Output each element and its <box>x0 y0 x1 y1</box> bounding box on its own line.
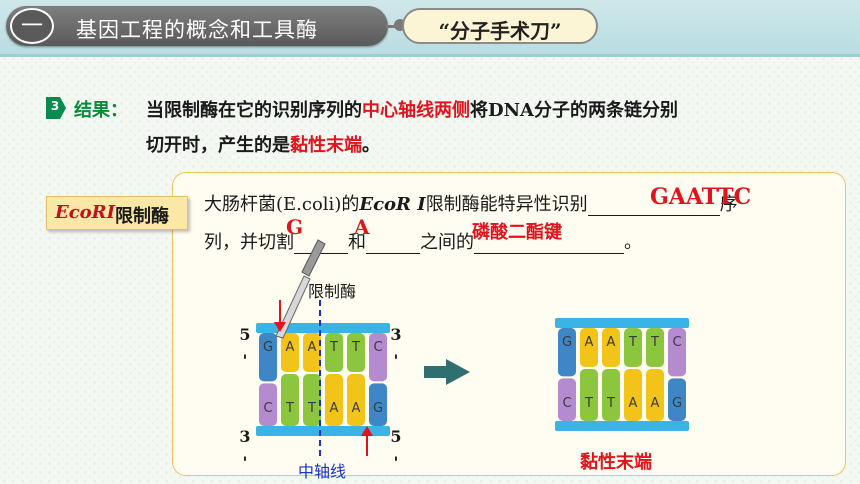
result-number-badge: 3 <box>46 97 66 119</box>
ecori-line-2-end: 。 <box>624 232 642 253</box>
section-title-banner: 一 基因工程的概念和工具酶 <box>6 6 388 46</box>
end-3-number: 3 <box>239 427 251 446</box>
result-line-2-start: 切开时，产生的是 <box>146 135 290 156</box>
section-title: 基因工程的概念和工具酶 <box>76 18 318 42</box>
answer-base-a: A <box>354 215 370 239</box>
result-line-1: 当限制酶在它的识别序列的中心轴线两侧将DNA分子的两条链分别 <box>146 96 678 122</box>
end-5-number: 5 <box>390 427 402 446</box>
ecori-line-1-end: 序 <box>719 194 738 215</box>
blank-bond <box>474 232 624 254</box>
prime-mark: ' <box>393 351 399 370</box>
end-label-bottom-right: 5' <box>390 424 402 476</box>
ecori-line-1: 大肠杆菌(E.coli)的EcoR Ⅰ限制酶能特异性识别 序 <box>204 190 738 216</box>
ecori-tag-name: EcoRI <box>55 202 116 223</box>
ecori-line-1-start: 大肠杆菌(E.coli)的 <box>204 194 360 215</box>
enzyme-label: 限制酶 <box>308 282 357 301</box>
end-label-top-left: 5' <box>239 322 251 374</box>
sticky-end-label: 黏性末端 <box>580 452 652 473</box>
blank-base-2 <box>366 232 420 254</box>
answer-bond: 磷酸二酯键 <box>472 222 562 243</box>
ecori-tag: EcoRI 限制酶 <box>46 196 188 230</box>
ecori-line-2-between: 之间的 <box>420 232 474 253</box>
result-line-2-end: 。 <box>362 135 380 156</box>
end-5-number: 5 <box>239 325 251 344</box>
result-highlight-sticky-end: 黏性末端 <box>290 135 362 156</box>
end-label-top-right: 3' <box>390 322 402 374</box>
answer-base-g: G <box>286 215 304 239</box>
result-line-2: 切开时，产生的是黏性末端。 <box>146 131 380 157</box>
prime-mark: ' <box>242 351 248 370</box>
badge-arrow-shape <box>46 97 66 119</box>
section-number: 一 <box>10 8 54 44</box>
result-label: 结果： <box>74 100 128 121</box>
ecori-line-2-start: 列，并切割 <box>204 232 294 253</box>
ecori-line-1-mid: 限制酶能特异性识别 <box>425 194 588 215</box>
blank-sequence <box>587 194 720 216</box>
subtitle-badge: “分子手术刀” <box>402 8 598 44</box>
prime-mark: ' <box>242 453 248 472</box>
badge-number: 3 <box>50 99 60 113</box>
ecori-enzyme-name: EcoR Ⅰ <box>359 194 426 215</box>
result-line-1-start: 当限制酶在它的识别序列的 <box>146 100 362 121</box>
ecori-line-2-and: 和 <box>348 232 366 253</box>
end-label-bottom-left: 3' <box>239 424 251 476</box>
axis-label: 中轴线 <box>298 462 347 481</box>
answer-sequence: GAATTC <box>650 184 752 210</box>
ecori-tag-suffix: 限制酶 <box>115 206 169 227</box>
prime-mark: ' <box>393 453 399 472</box>
end-3-number: 3 <box>390 325 402 344</box>
result-highlight-axis: 中心轴线两侧 <box>362 100 470 121</box>
ecori-line-2: 列，并切割 和 之间的 。 <box>204 228 642 254</box>
result-line-1-end: 将DNA分子的两条链分别 <box>470 100 679 121</box>
subtitle-text: “分子手术刀” <box>438 19 562 43</box>
